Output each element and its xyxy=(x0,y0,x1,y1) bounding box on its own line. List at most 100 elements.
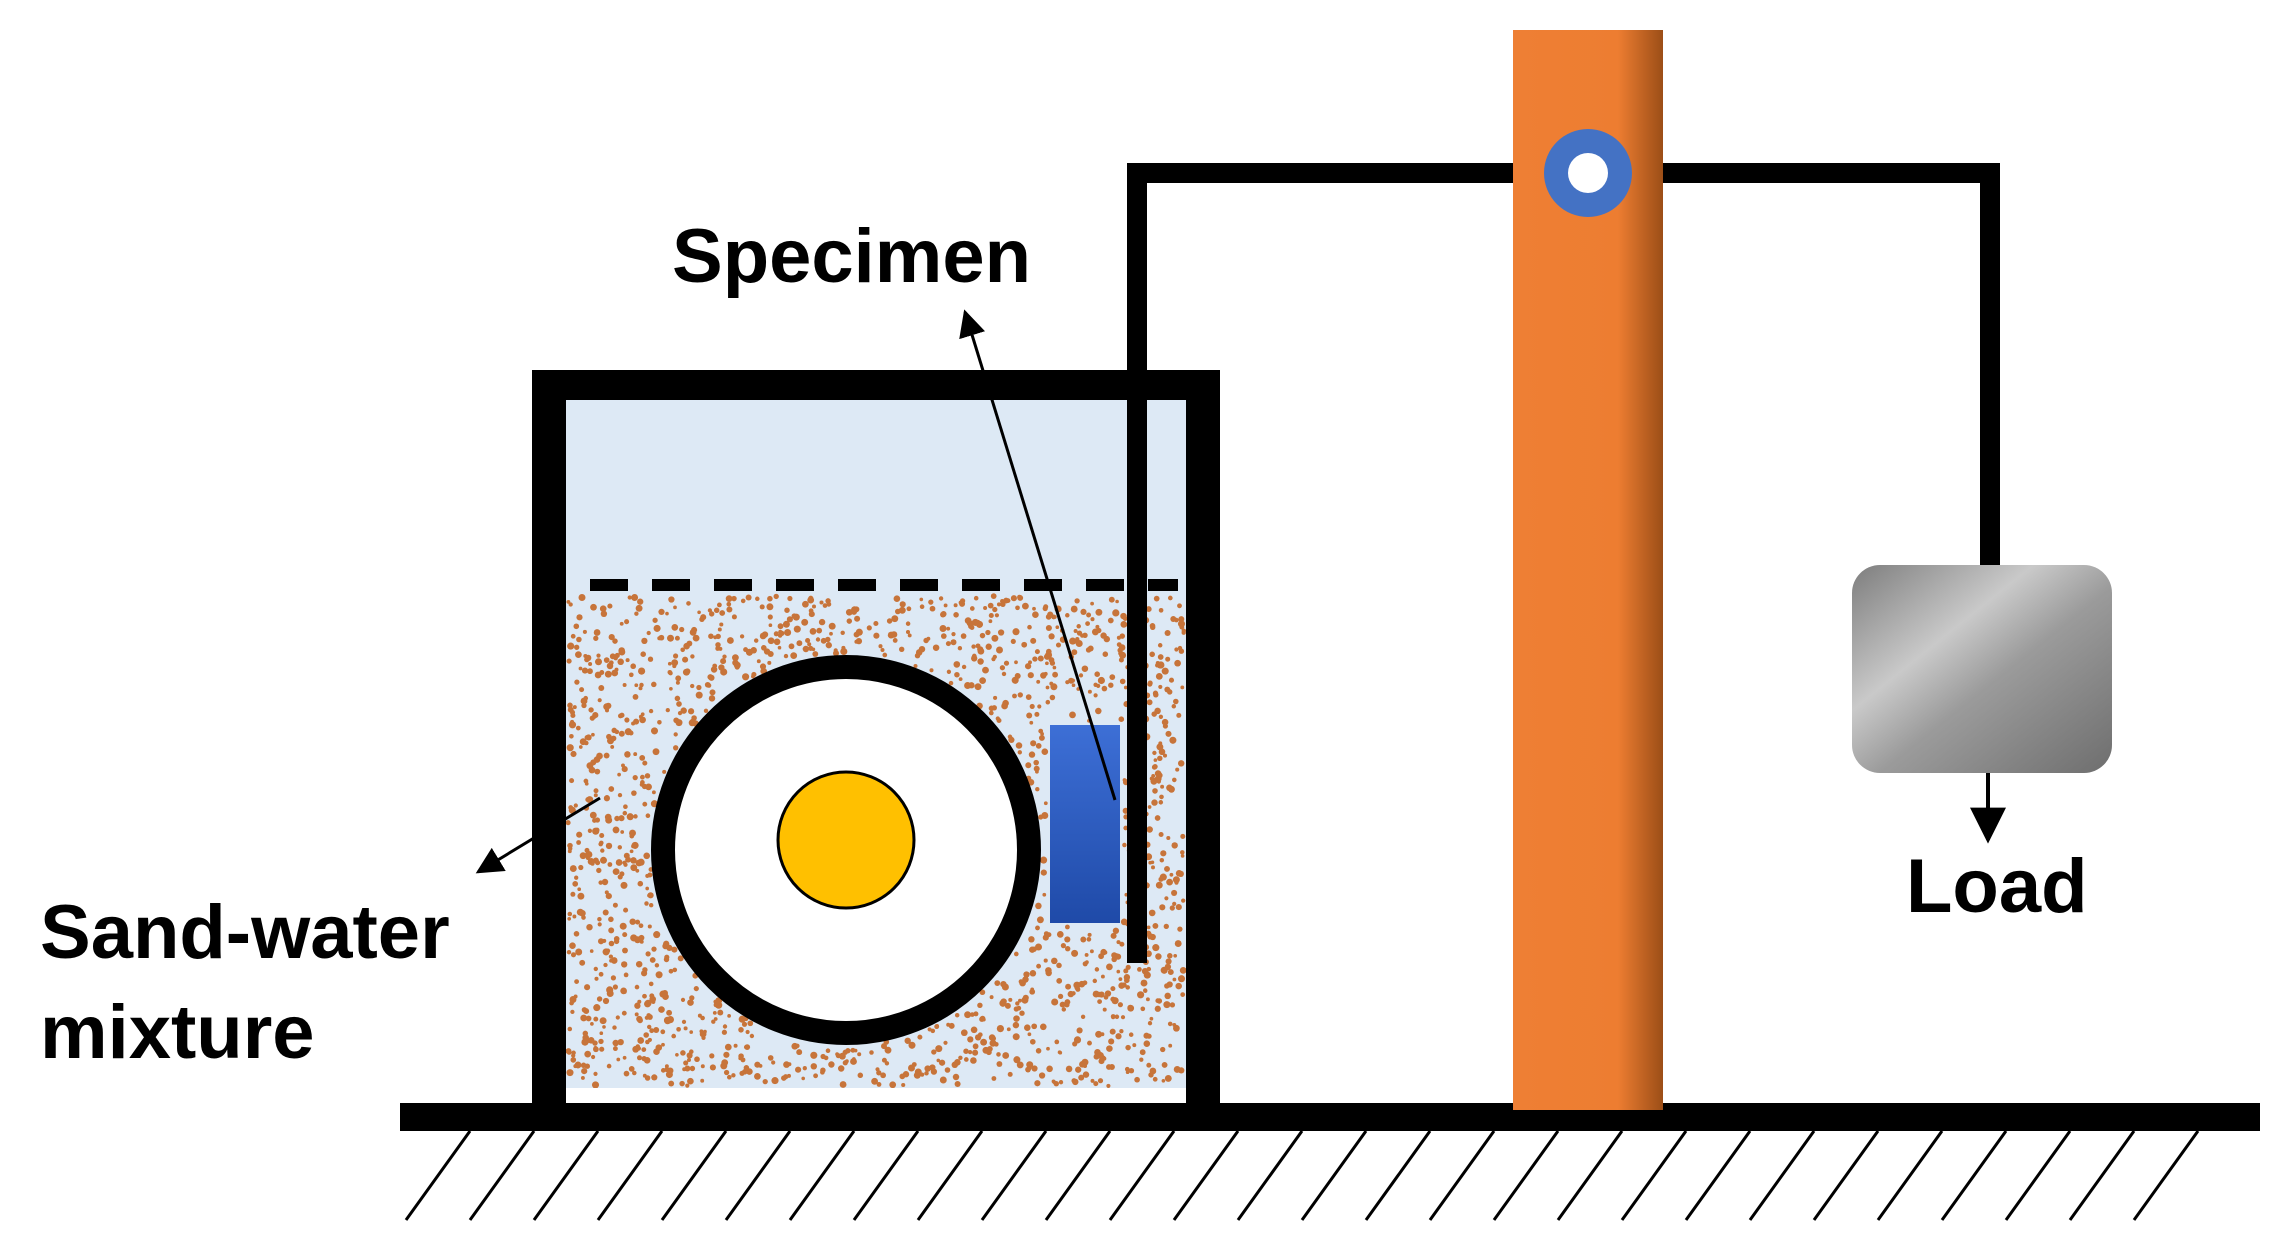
sand-grain xyxy=(632,1070,637,1076)
sand-grain xyxy=(628,672,634,678)
sand-grain xyxy=(571,1050,576,1056)
sand-grain xyxy=(988,612,994,619)
sand-grain xyxy=(1050,683,1058,691)
sand-grain xyxy=(1026,712,1033,719)
sand-grain xyxy=(759,604,765,610)
sand-grain xyxy=(577,892,585,900)
sand-grain xyxy=(629,833,635,839)
sand-grain xyxy=(569,778,575,784)
sand-grain xyxy=(1164,865,1170,872)
hatch-stroke xyxy=(1236,1130,1304,1221)
sand-grain xyxy=(666,1016,674,1024)
sand-grain xyxy=(802,1066,807,1071)
sand-grain xyxy=(985,643,992,650)
sand-grain xyxy=(810,1063,818,1070)
sand-grain xyxy=(671,624,679,631)
sand-grain xyxy=(875,1067,880,1072)
sand-grain xyxy=(610,735,617,742)
hatch-stroke xyxy=(1044,1130,1112,1221)
sand-grain xyxy=(1149,1016,1154,1021)
sand-grain xyxy=(723,1051,730,1058)
sand-grain xyxy=(651,1074,658,1081)
sand-grain xyxy=(1120,1015,1126,1020)
sand-grain xyxy=(604,708,610,713)
sand-grain xyxy=(1171,889,1178,896)
tank-left-wall xyxy=(532,370,566,1110)
sand-grain xyxy=(613,938,620,945)
sand-grain xyxy=(993,695,998,700)
sand-grain xyxy=(881,1043,887,1050)
sand-grain xyxy=(637,1037,645,1044)
sand-grain xyxy=(694,1056,700,1063)
sand-grain xyxy=(1161,667,1169,675)
sand-grain xyxy=(567,1026,573,1032)
sand-grain xyxy=(989,1039,997,1047)
sand-grain xyxy=(647,893,651,898)
sand-grain xyxy=(1163,923,1169,930)
sand-grain xyxy=(574,979,580,985)
sand-grain xyxy=(1076,624,1081,629)
sand-grain xyxy=(1025,1066,1031,1073)
sand-grain xyxy=(1093,1081,1099,1087)
sand-grain xyxy=(773,593,779,600)
sand-grain xyxy=(1175,904,1182,911)
sand-grain xyxy=(614,815,620,822)
sand-grain xyxy=(1031,946,1037,952)
load-weight-icon xyxy=(1852,565,2112,773)
pivot-hole xyxy=(1568,153,1608,193)
sand-grain xyxy=(1143,971,1151,979)
sand-grain xyxy=(581,702,587,709)
sand-grain xyxy=(1167,969,1174,976)
sand-grain xyxy=(835,1052,839,1056)
sand-grain xyxy=(802,645,810,653)
sand-grain xyxy=(612,638,618,644)
sand-grain xyxy=(1021,641,1028,648)
sand-grain xyxy=(635,859,643,867)
sand-grain xyxy=(913,663,918,669)
sand-grain xyxy=(923,637,929,644)
sand-grain xyxy=(1159,904,1166,911)
sand-grain xyxy=(936,1058,941,1063)
sand-grain xyxy=(1119,633,1126,639)
sand-grain xyxy=(590,603,597,611)
sand-grain xyxy=(919,604,925,609)
sand-grain xyxy=(1023,971,1030,978)
sand-grain xyxy=(1119,651,1127,659)
sand-grain xyxy=(1081,665,1089,672)
sand-grain xyxy=(684,1065,691,1072)
sand-grain xyxy=(1082,632,1088,639)
sand-grain xyxy=(1015,605,1020,611)
sand-grain xyxy=(1173,1024,1180,1032)
sand-grain xyxy=(788,643,795,650)
sand-grain xyxy=(828,1061,835,1068)
sand-grain xyxy=(679,626,685,633)
sand-grain xyxy=(1003,660,1010,666)
sand-grain xyxy=(1032,611,1039,619)
sand-grain xyxy=(876,1070,882,1076)
sand-grain xyxy=(995,716,1000,721)
sand-grain xyxy=(837,1065,845,1072)
sand-grain xyxy=(634,1002,641,1009)
sand-grain xyxy=(1146,966,1152,972)
sand-grain xyxy=(946,1022,951,1027)
sand-grain xyxy=(574,1061,582,1069)
hatch-stroke xyxy=(1300,1130,1368,1221)
specimen-leader-arrow xyxy=(959,309,1117,801)
sand-grain xyxy=(672,967,678,973)
sand-grain xyxy=(932,644,940,651)
sand-grain xyxy=(713,607,720,614)
sand-grain xyxy=(948,680,954,686)
sand-grain xyxy=(964,1011,972,1019)
sand-grain xyxy=(982,666,989,674)
sand-grain xyxy=(569,709,576,715)
sand-grain xyxy=(681,1019,687,1025)
sand-grain xyxy=(784,607,790,613)
hanger-rod xyxy=(1980,163,2000,568)
sand-grain xyxy=(1017,692,1023,698)
sand-grain xyxy=(952,1073,960,1081)
sand-grain xyxy=(615,1015,620,1020)
sand-grain xyxy=(594,768,601,775)
sand-grain xyxy=(597,698,602,703)
sand-grain xyxy=(609,958,613,963)
sand-grain xyxy=(603,962,608,968)
